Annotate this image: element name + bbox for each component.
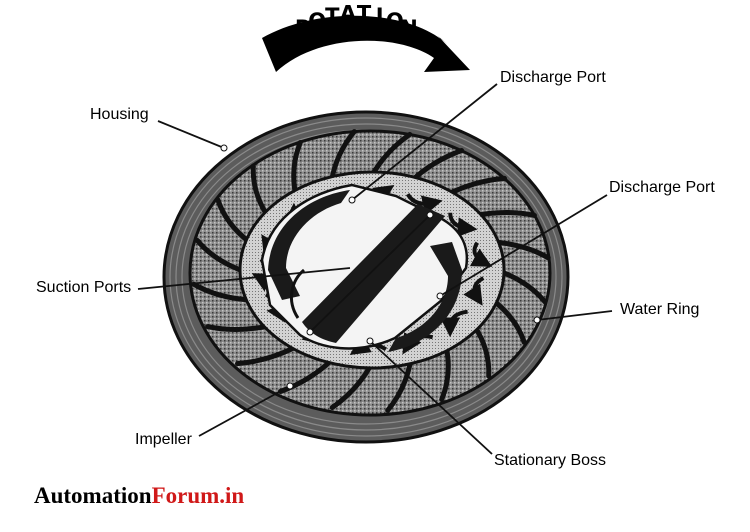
leader-suction-a — [137, 267, 351, 290]
brand-logo: AutomationForum.in — [34, 484, 244, 507]
label-housing: Housing — [90, 106, 149, 123]
flow-arrow — [463, 276, 485, 306]
label-suction-ports: Suction Ports — [36, 279, 132, 296]
flow-arrow — [405, 193, 443, 215]
label-discharge-port-right: Discharge Port — [609, 179, 715, 196]
impeller-blade — [194, 237, 246, 274]
leader-housing — [157, 120, 225, 149]
flow-arrow — [469, 241, 493, 267]
impeller-blade — [191, 281, 252, 303]
rotation-arrow — [262, 15, 470, 72]
leader-impeller — [198, 385, 291, 437]
leader-boss — [369, 340, 493, 455]
suction-port-right — [388, 242, 462, 352]
impeller-blade — [235, 344, 299, 367]
stationary-boss — [260, 183, 469, 350]
leader-discharge-top — [351, 83, 498, 201]
flow-arrow — [440, 309, 468, 338]
boss-slot — [302, 204, 445, 343]
impeller-blade — [205, 323, 270, 332]
leader-discharge-right — [439, 194, 608, 297]
leader-dots — [220, 144, 541, 390]
label-stationary-boss: Stationary Boss — [494, 452, 607, 469]
leader-lines — [137, 83, 613, 455]
label-discharge-port-top: Discharge Port — [500, 69, 606, 86]
label-impeller: Impeller — [135, 431, 192, 448]
brand-name-part2: Forum.in — [151, 483, 245, 508]
flow-arrow — [448, 212, 478, 238]
brand-name-part1: Automation — [34, 483, 152, 508]
label-water-ring: Water Ring — [620, 301, 700, 318]
leader-suction-b — [309, 214, 431, 333]
leader-water-ring — [536, 310, 613, 321]
